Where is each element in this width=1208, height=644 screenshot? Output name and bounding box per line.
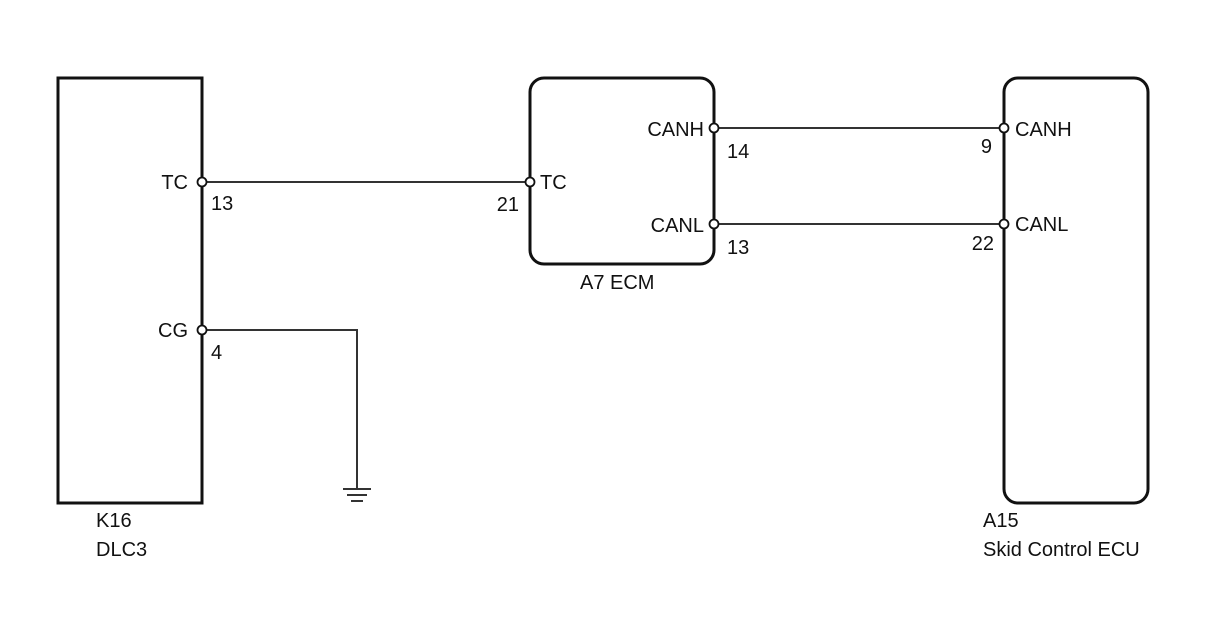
- a15-canl-signal-label: CANL: [1015, 214, 1068, 236]
- ecm-box: [528, 76, 716, 266]
- a7-tc-pin-number: 21: [497, 194, 519, 216]
- ground-icon: [343, 488, 371, 502]
- wire-cg-ground: [202, 329, 358, 488]
- a7-tc-terminal: [524, 176, 536, 188]
- k16-cg-pin-number: 4: [211, 342, 222, 364]
- a15-canh-terminal: [998, 122, 1010, 134]
- a7-canh-terminal: [708, 122, 720, 134]
- k16-tc-signal-label: TC: [161, 172, 188, 194]
- k16-tc-terminal: [196, 176, 208, 188]
- a15-name-label: Skid Control ECU: [983, 539, 1140, 561]
- k16-cg-signal-label: CG: [158, 320, 188, 342]
- a15-canl-terminal: [998, 218, 1010, 230]
- k16-connector-label: K16: [96, 510, 132, 532]
- a15-connector-label: A15: [983, 510, 1019, 532]
- a15-canh-pin-number: 9: [981, 136, 992, 158]
- a7-canh-pin-number: 14: [727, 141, 749, 163]
- k16-name-label: DLC3: [96, 539, 147, 561]
- ecm-name-label: A7 ECM: [580, 272, 654, 294]
- dlc3-connector-box: [56, 76, 204, 505]
- skid-control-ecu-box: [1002, 76, 1150, 505]
- a7-canl-pin-number: 13: [727, 237, 749, 259]
- a7-canh-signal-label: CANH: [647, 119, 704, 141]
- a7-canl-signal-label: CANL: [651, 215, 704, 237]
- a15-canh-signal-label: CANH: [1015, 119, 1072, 141]
- a7-canl-terminal: [708, 218, 720, 230]
- a15-canl-pin-number: 22: [972, 233, 994, 255]
- k16-cg-terminal: [196, 324, 208, 336]
- a7-tc-signal-label: TC: [540, 172, 567, 194]
- k16-tc-pin-number: 13: [211, 193, 233, 215]
